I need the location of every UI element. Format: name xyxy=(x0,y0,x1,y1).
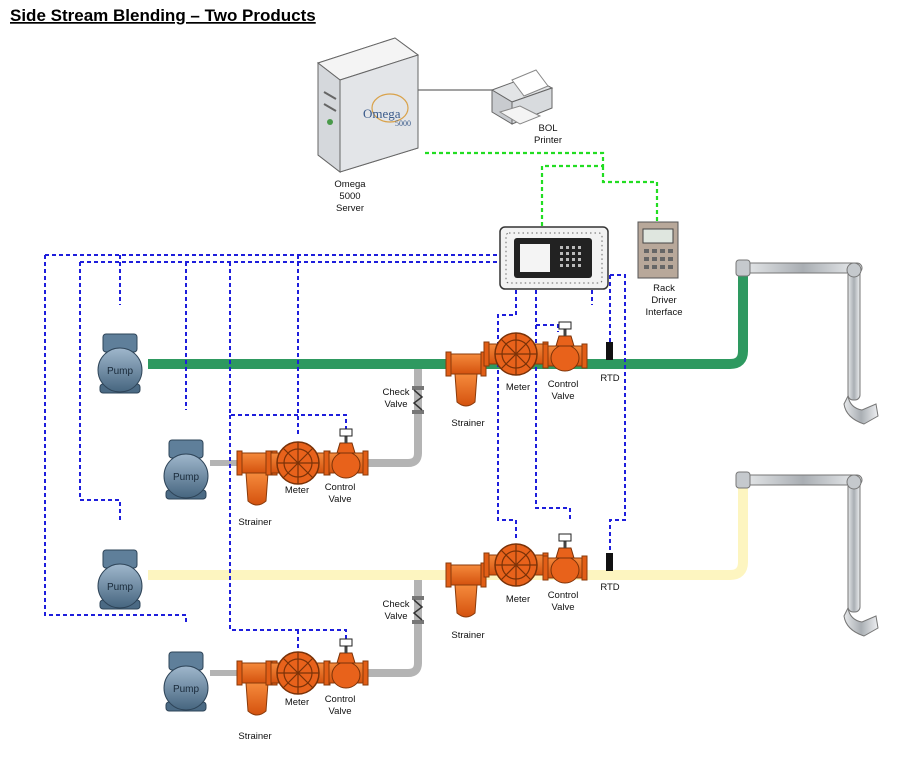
pump-additive-2[interactable]: Pump xyxy=(163,651,209,712)
control-valve-label-2: Valve xyxy=(551,391,574,402)
strainer-label: Strainer xyxy=(238,517,271,528)
meter-label: Meter xyxy=(506,594,530,605)
strainer-label: Strainer xyxy=(451,630,484,641)
control-valve-label-2: Valve xyxy=(328,706,351,717)
control-valve-product-1[interactable] xyxy=(542,321,588,372)
pump-product-2[interactable]: Pump xyxy=(97,549,143,610)
printer-label-1: BOL xyxy=(538,123,557,134)
control-valve-label-2: Valve xyxy=(551,602,574,613)
network-cable xyxy=(425,151,659,228)
product-1-pipe xyxy=(148,275,748,369)
bol-printer[interactable] xyxy=(490,69,554,125)
check-valve-label-1: Check xyxy=(383,387,410,398)
svg-text:Pump: Pump xyxy=(107,366,134,377)
strainer-product-1[interactable] xyxy=(445,351,487,407)
control-valve-label-1: Control xyxy=(325,482,356,493)
rtd-label: RTD xyxy=(600,373,619,384)
svg-text:Pump: Pump xyxy=(107,582,134,593)
strainer-product-2[interactable] xyxy=(445,562,487,618)
additive-pipe-1 xyxy=(360,364,422,467)
control-valve-additive-1[interactable] xyxy=(323,428,369,479)
rack-label-3: Interface xyxy=(646,307,683,318)
meter-label: Meter xyxy=(285,485,309,496)
strainer-label: Strainer xyxy=(451,418,484,429)
control-valve-additive-2[interactable] xyxy=(323,638,369,689)
check-valve-label-2: Valve xyxy=(384,611,407,622)
meter-label: Meter xyxy=(506,382,530,393)
server-label-2: 5000 xyxy=(339,191,360,202)
svg-text:Pump: Pump xyxy=(173,684,200,695)
meter-additive-2[interactable] xyxy=(265,651,331,695)
control-valve-label-1: Control xyxy=(325,694,356,705)
pump-product-1[interactable]: Pump xyxy=(97,333,143,394)
product-2-pipe xyxy=(148,487,748,580)
rack-label-1: Rack xyxy=(653,283,675,294)
control-valve-label-2: Valve xyxy=(328,494,351,505)
loading-arm-product-1[interactable] xyxy=(735,259,879,425)
control-valve-label-1: Control xyxy=(548,590,579,601)
omega-5000-server[interactable]: Omega 5000 xyxy=(316,37,420,174)
server-logo-text: Omega xyxy=(363,106,401,121)
signal-wiring xyxy=(44,254,626,648)
strainer-label: Strainer xyxy=(238,731,271,742)
printer-label-2: Printer xyxy=(534,135,562,146)
rack-driver-interface[interactable] xyxy=(637,221,679,279)
check-valve-label-2: Valve xyxy=(384,399,407,410)
server-label-3: Server xyxy=(336,203,364,214)
additive-pipe-2 xyxy=(360,575,422,677)
server-logo-number: 5000 xyxy=(395,119,411,128)
meter-additive-1[interactable] xyxy=(265,441,331,485)
blend-controller[interactable] xyxy=(499,226,609,290)
rtd-label: RTD xyxy=(600,582,619,593)
rtd-product-1[interactable] xyxy=(606,342,613,360)
control-valve-label-1: Control xyxy=(548,379,579,390)
control-valve-product-2[interactable] xyxy=(542,533,588,584)
svg-text:Pump: Pump xyxy=(173,472,200,483)
diagram-title: Side Stream Blending – Two Products xyxy=(10,6,316,25)
rtd-product-2[interactable] xyxy=(606,553,613,571)
pump-additive-1[interactable]: Pump xyxy=(163,439,209,500)
rack-label-2: Driver xyxy=(651,295,676,306)
server-label-1: Omega xyxy=(334,179,366,190)
check-valve-label-1: Check xyxy=(383,599,410,610)
loading-arm-product-2[interactable] xyxy=(735,471,879,637)
meter-label: Meter xyxy=(285,697,309,708)
